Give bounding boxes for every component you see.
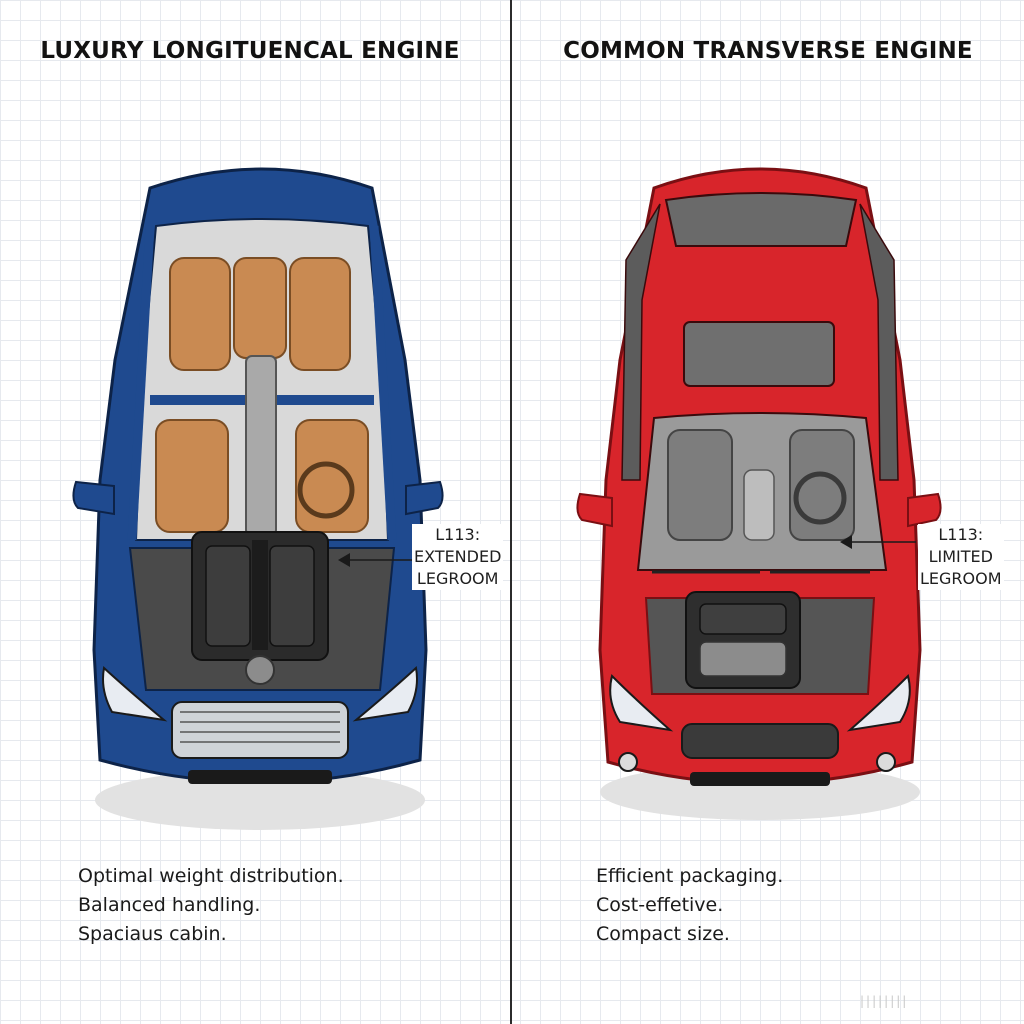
left-callout-line-2: EXTENDED xyxy=(414,546,501,568)
left-feature-2: Balanced handling. xyxy=(78,891,344,920)
right-sunroof xyxy=(684,322,834,386)
right-callout-line-1: L113: xyxy=(920,524,1002,546)
right-car-mirror-right xyxy=(908,494,941,526)
right-feature-1: Efficient packaging. xyxy=(596,862,783,891)
right-callout-line-2: LIMITED xyxy=(920,546,1002,568)
watermark: |||||||| xyxy=(860,994,908,1008)
right-feature-3: Compact size. xyxy=(596,920,783,949)
left-callout-line-3: LEGROOM xyxy=(414,568,501,590)
left-feature-3: Spaciaus cabin. xyxy=(78,920,344,949)
left-callout: L113: EXTENDED LEGROOM xyxy=(412,524,503,590)
left-feature-list: Optimal weight distribution. Balanced ha… xyxy=(78,862,344,949)
right-grille xyxy=(682,724,838,758)
right-feature-list: Efficient packaging. Cost-effetive. Comp… xyxy=(596,862,783,949)
right-rear-window xyxy=(666,193,856,246)
right-callout-line-3: LEGROOM xyxy=(920,568,1002,590)
right-front-seat-left xyxy=(668,430,732,540)
inline-engine-icon xyxy=(686,592,800,688)
right-lower-intake xyxy=(690,772,830,786)
right-feature-2: Cost-effetive. xyxy=(596,891,783,920)
right-car-mirror-left xyxy=(577,494,612,526)
left-callout-line-1: L113: xyxy=(414,524,501,546)
right-callout: L113: LIMITED LEGROOM xyxy=(918,524,1004,590)
left-feature-1: Optimal weight distribution. xyxy=(78,862,344,891)
